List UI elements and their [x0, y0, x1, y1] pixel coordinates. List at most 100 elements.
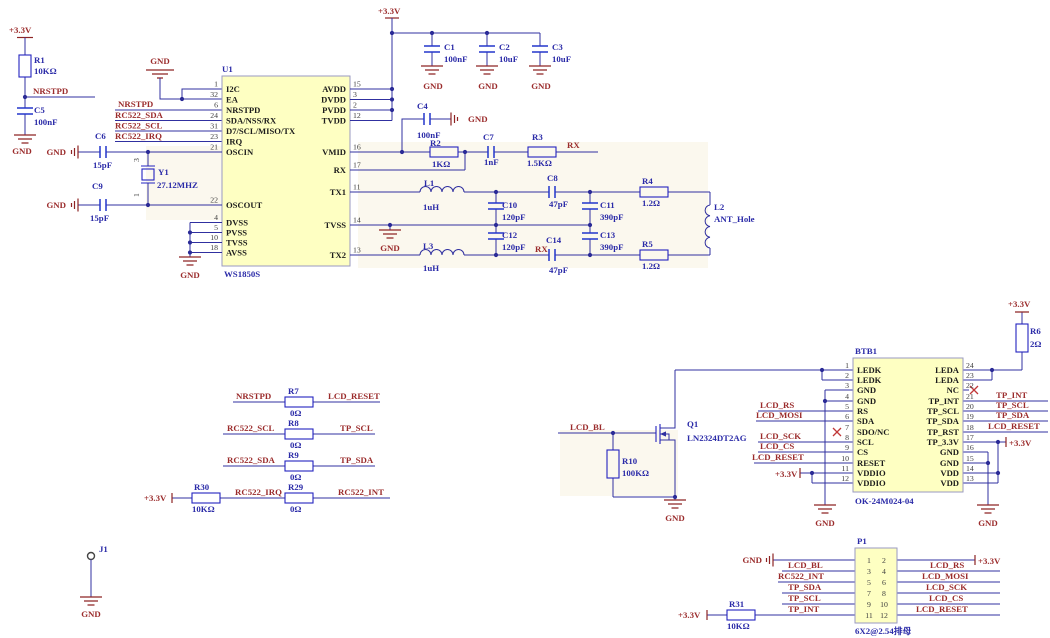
btb1-pin8-num: 8: [845, 433, 849, 442]
c2-ref: C2: [499, 42, 510, 52]
btb1-pin15-name: GND: [940, 458, 959, 468]
net-p33-r31: +3.3V: [678, 610, 701, 620]
j1-pad-icon: [86, 551, 96, 561]
net-nrstpd-r7: NRSTPD: [236, 391, 271, 401]
u1-pin11-name: TX1: [330, 187, 346, 197]
btb1-pin12-num: 12: [841, 474, 849, 483]
r6-val: 2Ω: [1030, 339, 1041, 349]
btb1-pin11-name: VDDIO: [857, 468, 886, 478]
c10-ref: C10: [502, 200, 518, 210]
u1-pin22-num: 22: [210, 196, 218, 205]
r2-val: 1KΩ: [432, 159, 450, 169]
u1-left-labels: NRSTPD RC522_SDA RC522_SCL RC522_IRQ: [115, 99, 222, 142]
btb1-pin10-name: RESET: [857, 458, 885, 468]
r7-val: 0Ω: [290, 408, 301, 418]
p1-num-3: 3: [867, 567, 871, 576]
net-lcd-sck-btb1: LCD_SCK: [760, 431, 801, 441]
l2-ref: L2: [714, 202, 725, 212]
gnd-label-c1: GND: [423, 81, 443, 91]
net-tp-scl-p1: TP_SCL: [788, 593, 821, 603]
c5-val: 100nF: [34, 117, 57, 127]
c12-val: 120pF: [502, 242, 525, 252]
gnd-earth-icon: [976, 504, 1000, 514]
c3-ref: C3: [552, 42, 563, 52]
c7-val: 1nF: [484, 157, 499, 167]
r3-val: 1.5KΩ: [527, 158, 552, 168]
r2-ref: R2: [430, 138, 441, 148]
c3-val: 10uF: [552, 54, 571, 64]
gnd-earth-icon: [13, 134, 37, 144]
c1-val: 100nF: [444, 54, 467, 64]
btb1-pin19-num: 19: [966, 412, 974, 421]
p1-num-1: 1: [867, 556, 871, 565]
net-tp-int-btb1: TP_INT: [996, 390, 1027, 400]
j1-section: J1 GND: [79, 544, 108, 619]
gnd-label-btb1-left: GND: [815, 518, 835, 528]
c14-val: 47pF: [549, 265, 568, 275]
btb1-pin22-name: NC: [947, 385, 959, 395]
btb1-pin7-num: 7: [845, 423, 849, 432]
r9-ref: R9: [288, 450, 299, 460]
gnd-earth-icon: [528, 65, 552, 75]
oscillator-section: GND GND C6 15pF C9 15pF Y1 27.12MHZ 3 1: [46, 131, 222, 223]
r5-val: 1.2Ω: [642, 261, 660, 271]
net-tp-sda-btb1: TP_SDA: [996, 410, 1030, 420]
btb1-pin17-name: TP_3.3V: [927, 437, 960, 447]
gnd-label-tvss: GND: [380, 243, 400, 253]
net-lcd-reset-p1: LCD_RESET: [916, 604, 968, 614]
p1-num-5: 5: [867, 578, 871, 587]
p1-num-6: 6: [882, 578, 886, 587]
u1-pin4-num: 4: [214, 213, 218, 222]
p1-num-10: 10: [880, 600, 888, 609]
y1-pin-top: 3: [132, 158, 141, 162]
gnd-label-vss: GND: [180, 270, 200, 280]
u1-pin23-name: IRQ: [226, 137, 243, 147]
c11-ref: C11: [600, 200, 615, 210]
btb1-pin6-name: SDA: [857, 416, 875, 426]
c14-ref: C14: [546, 235, 562, 245]
u1-pin6-num: 6: [214, 101, 218, 110]
net-nrstpd-topleft: NRSTPD: [33, 86, 68, 96]
u1-pin2-num: 2: [353, 101, 357, 110]
net-p33-vddio: +3.3V: [775, 469, 798, 479]
u1-pin13-name: TX2: [330, 250, 346, 260]
net-tp-int-p1: TP_INT: [788, 604, 819, 614]
btb1-pin18-name: TP_RST: [927, 427, 959, 437]
c8-val: 47pF: [549, 199, 568, 209]
net-rc522-irq-r29: RC522_IRQ: [235, 487, 282, 497]
btb1-pin22-num: 22: [966, 381, 974, 390]
net-rc522-irq-u1: RC522_IRQ: [115, 131, 162, 141]
u1-pin2-name: PVDD: [322, 105, 346, 115]
l1-val: 1uH: [423, 202, 439, 212]
l1-ref: L1: [424, 178, 434, 188]
net-lcd-cs-btb1: LCD_CS: [760, 441, 794, 451]
btb1-pin21-name: TP_INT: [928, 396, 959, 406]
gnd-earth-icon: [420, 65, 444, 75]
u1-pin10-name: TVSS: [226, 238, 248, 248]
c9-ref: C9: [92, 181, 103, 191]
net-lcd-reset-btb1-right: LCD_RESET: [988, 421, 1040, 431]
c12-ref: C12: [502, 230, 518, 240]
u1-pin5-num: 5: [214, 223, 218, 232]
btb1-pin15-num: 15: [966, 454, 974, 463]
c7-ref: C7: [483, 132, 494, 142]
btb1-pin17-num: 17: [966, 433, 974, 442]
p1-num-12: 12: [880, 611, 888, 620]
btb1-pin1-num: 1: [845, 361, 849, 370]
gnd-earth-icon: [79, 596, 103, 606]
btb1-pin14-num: 14: [966, 464, 974, 473]
net-lcd-reset-r7: LCD_RESET: [328, 391, 380, 401]
u1-pin21-name: OSCIN: [226, 147, 254, 157]
r1-val: 10KΩ: [34, 66, 57, 76]
u1-pin6-name: NRSTPD: [226, 105, 260, 115]
tint-region-osc: [146, 146, 222, 220]
q1-ref: Q1: [687, 419, 698, 429]
l2-val: ANT_Hole: [714, 214, 755, 224]
net-rx-tx2: RX: [535, 244, 548, 254]
l3-val: 1uH: [423, 263, 439, 273]
p1-num-2: 2: [882, 556, 886, 565]
no-connect-icon: [832, 427, 842, 437]
btb1-pin3-num: 3: [845, 381, 849, 390]
bridge-resistors-section: NRSTPD R7 0Ω LCD_RESET RC522_SCL R8 0Ω T…: [144, 386, 390, 514]
u1-pin21-num: 21: [210, 143, 218, 152]
